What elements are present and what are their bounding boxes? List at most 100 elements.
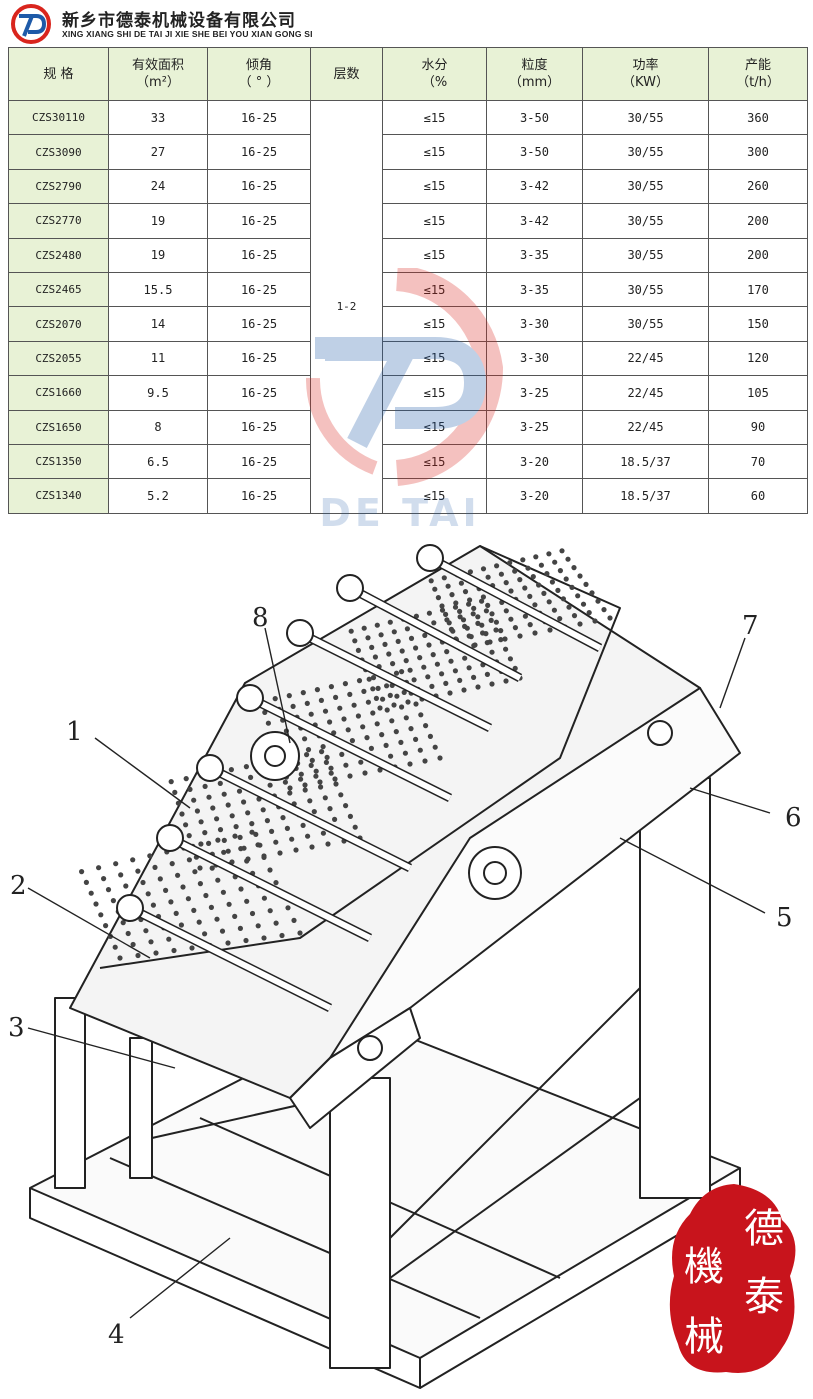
cell-moisture: ≤15 — [382, 375, 487, 411]
cell-model: CZS2790 — [8, 168, 109, 205]
cell-area: 6.5 — [108, 443, 208, 480]
cell-area: 24 — [108, 168, 208, 205]
cell-model: CZS1350 — [8, 443, 109, 480]
cell-granularity: 3-30 — [486, 340, 583, 377]
cell-model: CZS1340 — [8, 478, 109, 514]
cell-granularity: 3-42 — [486, 168, 583, 205]
cell-model: CZS2055 — [8, 340, 109, 377]
cell-angle: 16-25 — [207, 271, 311, 308]
detai-logo-icon — [11, 4, 51, 44]
callout-4: 4 — [108, 1320, 125, 1350]
cell-granularity: 3-35 — [486, 271, 583, 308]
header-capacity: 产能（t/h） — [708, 47, 808, 101]
cell-power: 18.5/37 — [582, 443, 709, 480]
cell-granularity: 3-42 — [486, 203, 583, 239]
cell-angle: 16-25 — [207, 478, 311, 514]
cell-power: 30/55 — [582, 271, 709, 308]
cell-moisture: ≤15 — [382, 306, 487, 342]
cell-power: 30/55 — [582, 306, 709, 342]
spec-table: 规 格 有效面积（m²） 倾角（ ° ） 层数 水分（% 粒度（mm） 功率（K… — [8, 47, 808, 514]
brand-seal-stamp: 德 泰 機 械 — [669, 1184, 796, 1373]
cell-power: 18.5/37 — [582, 478, 709, 514]
cell-model: CZS3090 — [8, 134, 109, 170]
header-power: 功率（KW） — [582, 47, 709, 101]
cell-capacity: 60 — [708, 478, 808, 514]
vibrating-screen-drawing: 1 2 3 4 5 6 7 8 — [8, 544, 802, 1389]
cell-granularity: 3-25 — [486, 375, 583, 411]
cell-capacity: 170 — [708, 271, 808, 308]
cell-model: CZS1660 — [8, 375, 109, 411]
cell-moisture: ≤15 — [382, 237, 487, 273]
company-name-cn: 新乡市德泰机械设备有限公司 — [62, 11, 296, 31]
svg-text:德: 德 — [744, 1206, 784, 1252]
cell-moisture: ≤15 — [382, 409, 487, 445]
svg-text:械: 械 — [684, 1314, 724, 1360]
cell-area: 27 — [108, 134, 208, 170]
svg-text:泰: 泰 — [744, 1274, 784, 1320]
cell-power: 30/55 — [582, 168, 709, 205]
cell-area: 8 — [108, 409, 208, 445]
cell-area: 15.5 — [108, 271, 208, 308]
cell-model: CZS2770 — [8, 203, 109, 239]
cell-angle: 16-25 — [207, 443, 311, 480]
cell-area: 5.2 — [108, 478, 208, 514]
cell-angle: 16-25 — [207, 306, 311, 342]
callout-2: 2 — [10, 871, 27, 901]
cell-area: 19 — [108, 203, 208, 239]
cell-capacity: 120 — [708, 340, 808, 377]
cell-moisture: ≤15 — [382, 478, 487, 514]
cell-capacity: 200 — [708, 203, 808, 239]
callout-6: 6 — [785, 803, 802, 833]
cell-area: 11 — [108, 340, 208, 377]
cell-capacity: 150 — [708, 306, 808, 342]
cell-angle: 16-25 — [207, 375, 311, 411]
cell-capacity: 260 — [708, 168, 808, 205]
cell-moisture: ≤15 — [382, 168, 487, 205]
cell-granularity: 3-35 — [486, 237, 583, 273]
header-granularity: 粒度（mm） — [486, 47, 583, 101]
cell-granularity: 3-20 — [486, 478, 583, 514]
cell-power: 30/55 — [582, 237, 709, 273]
header-moisture: 水分（% — [382, 47, 487, 101]
cell-model: CZS1650 — [8, 409, 109, 445]
cell-angle: 16-25 — [207, 134, 311, 170]
cell-granularity: 3-50 — [486, 134, 583, 170]
cell-angle: 16-25 — [207, 203, 311, 239]
company-header: 新乡市德泰机械设备有限公司 XING XIANG SHI DE TAI JI X… — [0, 0, 813, 46]
cell-angle: 16-25 — [207, 409, 311, 445]
cell-granularity: 3-50 — [486, 99, 583, 136]
cell-capacity: 300 — [708, 134, 808, 170]
callout-7: 7 — [742, 611, 759, 641]
company-name-en: XING XIANG SHI DE TAI JI XIE SHE BEI YOU… — [62, 29, 313, 39]
cell-granularity: 3-30 — [486, 306, 583, 342]
cell-area: 9.5 — [108, 375, 208, 411]
callout-1: 1 — [66, 717, 83, 747]
callout-5: 5 — [776, 903, 793, 933]
cell-model: CZS2070 — [8, 306, 109, 342]
cell-model: CZS30110 — [8, 99, 109, 136]
header-area: 有效面积（m²） — [108, 47, 208, 101]
callout-3: 3 — [8, 1013, 25, 1043]
cell-moisture: ≤15 — [382, 203, 487, 239]
cell-moisture: ≤15 — [382, 443, 487, 480]
cell-capacity: 105 — [708, 375, 808, 411]
cell-moisture: ≤15 — [382, 340, 487, 377]
cell-model: CZS2480 — [8, 237, 109, 273]
cell-power: 30/55 — [582, 203, 709, 239]
cell-moisture: ≤15 — [382, 134, 487, 170]
cell-capacity: 200 — [708, 237, 808, 273]
table-header-row: 规 格 有效面积（m²） 倾角（ ° ） 层数 水分（% 粒度（mm） 功率（K… — [8, 47, 808, 101]
cell-area: 33 — [108, 99, 208, 136]
cell-granularity: 3-20 — [486, 443, 583, 480]
cell-capacity: 360 — [708, 99, 808, 136]
